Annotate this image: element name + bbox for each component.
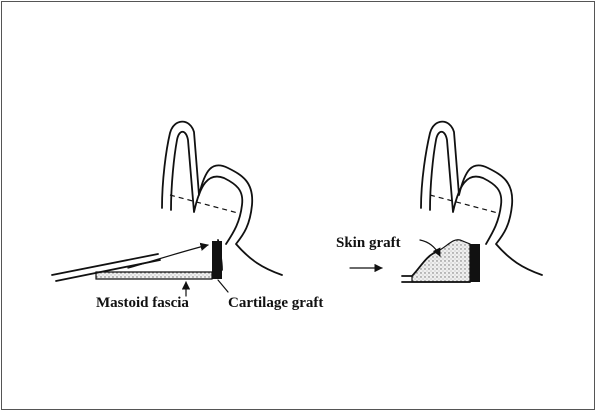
left-cartilage-graft <box>212 241 222 279</box>
skin-graft-label: Skin graft <box>336 235 401 251</box>
right-panel: Skin graft <box>336 122 542 282</box>
right-incision-line <box>430 195 498 213</box>
mastoid-fascia-label: Mastoid fascia <box>96 295 189 311</box>
cartilage-graft-label: Cartilage graft <box>228 295 323 311</box>
left-mastoid-fascia-strip <box>96 272 212 279</box>
left-auricle-inner <box>171 132 242 244</box>
right-skin-graft <box>412 240 470 282</box>
right-cartilage-graft <box>470 244 480 282</box>
left-panel: Mastoid fascia Cartilage graft <box>52 122 323 311</box>
cartilage-graft-pointer <box>218 280 228 292</box>
left-incision-line <box>170 195 238 213</box>
left-arrow <box>128 245 208 268</box>
right-auricle-inner <box>430 132 501 244</box>
